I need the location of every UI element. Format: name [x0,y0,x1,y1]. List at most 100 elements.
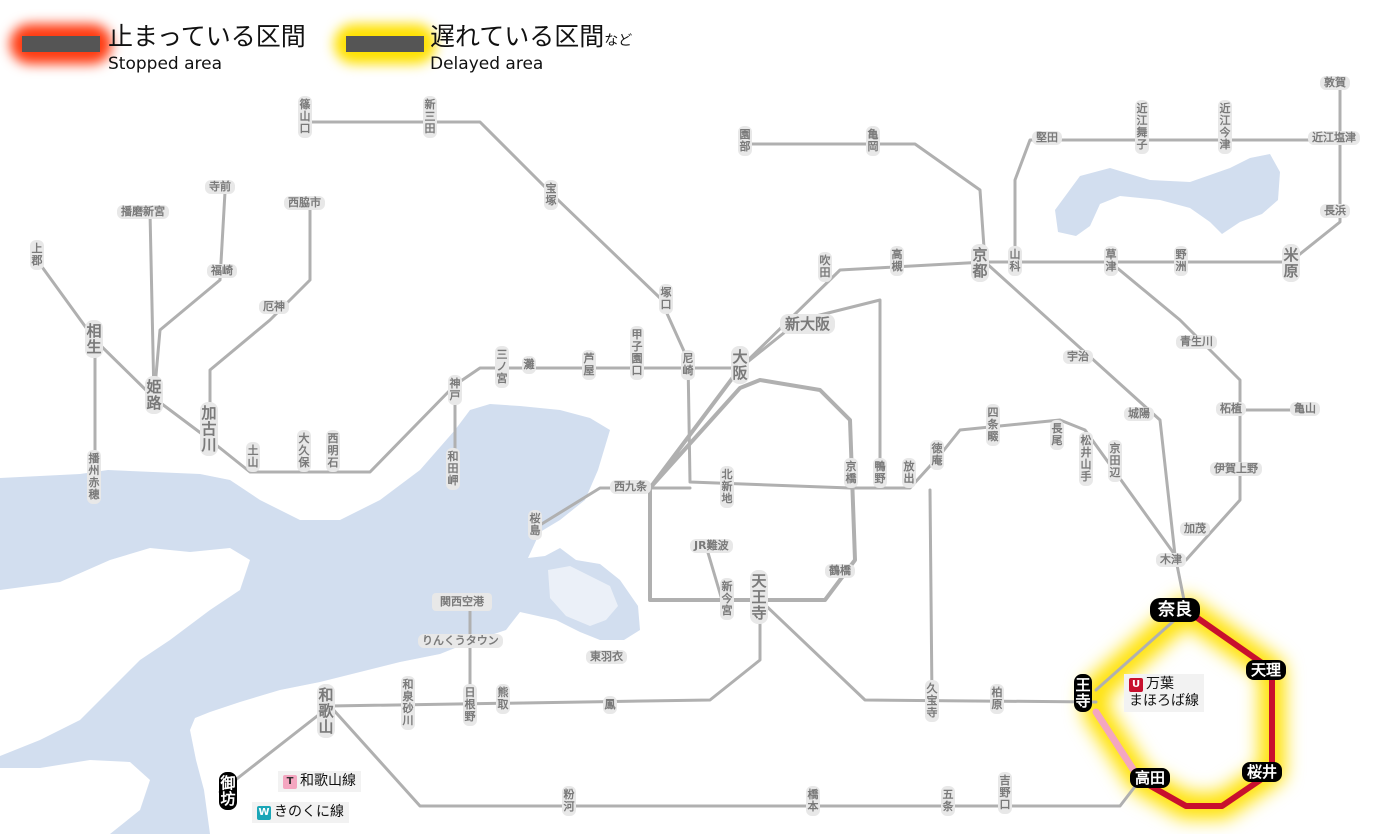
station-kakogawa[interactable]: 加古川 [200,402,218,456]
station-maibara[interactable]: 米原 [1282,244,1300,282]
station-kashiwara[interactable]: 柏原 [990,684,1004,714]
station-iga[interactable]: 伊賀上野 [1210,462,1262,476]
station-osaka[interactable]: 大阪 [731,346,749,384]
station-himeji[interactable]: 姫路 [145,376,163,414]
station-kyuhoji[interactable]: 久宝寺 [925,680,939,722]
station-izumisunagawa[interactable]: 和泉砂川 [401,676,415,730]
station-nara[interactable]: 奈良 [1150,598,1200,622]
station-kizu[interactable]: 木津 [1156,553,1186,567]
manyo-badge: U [1129,678,1143,692]
station-omimaiko[interactable]: 近江舞子 [1135,100,1149,154]
station-shinsanda[interactable]: 新三田 [423,96,437,138]
station-tokuan[interactable]: 徳庵 [930,440,944,470]
station-kamigori[interactable]: 上郡 [30,240,44,270]
manyo-line1: 万葉 [1146,676,1174,692]
station-katata[interactable]: 堅田 [1032,131,1062,145]
station-kyoto[interactable]: 京都 [971,244,989,282]
station-sasayamaguchi[interactable]: 篠山口 [298,96,312,138]
station-kobe[interactable]: 神戸 [448,375,462,405]
station-kokawa[interactable]: 粉河 [562,786,576,816]
station-sonobe[interactable]: 園部 [738,126,752,156]
station-hashimoto[interactable]: 橋本 [806,786,820,816]
station-tsuruhashi[interactable]: 鶴橋 [825,564,855,578]
station-kumatori[interactable]: 熊取 [496,684,510,714]
station-gobo[interactable]: 御坊 [219,772,237,810]
station-jrnamba[interactable]: JR難波 [690,539,733,553]
legend-stopped-title: 止まっている区間 [108,22,306,51]
station-aioi[interactable]: 相生 [85,320,103,358]
manyo-line2: まほろば線 [1129,693,1199,709]
sea [0,154,1280,834]
station-wakayama[interactable]: 和歌山 [317,684,335,738]
station-tsuruga[interactable]: 敦賀 [1320,76,1350,90]
station-gojo[interactable]: 五条 [941,786,955,816]
station-yamashina[interactable]: 山科 [1008,246,1022,276]
station-dobo[interactable]: 土山 [246,442,260,472]
station-takada[interactable]: 高田 [1130,768,1171,788]
station-omishiotsu[interactable]: 近江塩津 [1308,131,1360,145]
station-uji[interactable]: 宇治 [1063,350,1093,364]
station-jobyo[interactable]: 城陽 [1124,407,1154,421]
station-ashiya[interactable]: 芦屋 [582,350,596,380]
station-wadamisaki[interactable]: 和田岬 [446,448,460,490]
station-kitashinchi[interactable]: 北新地 [720,466,734,508]
station-kansaikuko[interactable]: 関西空港 [432,593,492,611]
kinokuni-badge: W [257,806,271,820]
station-shinimamiya[interactable]: 新今宮 [720,578,734,620]
station-tenri[interactable]: 天理 [1246,660,1287,680]
station-kamo2[interactable]: 鴨野 [873,458,887,488]
station-kyotanabe[interactable]: 京田辺 [1108,440,1122,482]
legend-delayed-title: 遅れている区間など [430,22,633,51]
station-nishiakashi[interactable]: 西明石 [326,430,340,472]
station-matsuiyamate[interactable]: 松井山手 [1079,432,1093,486]
station-kusatsu[interactable]: 草津 [1104,246,1118,276]
station-sakurai[interactable]: 桜井 [1242,762,1283,782]
station-nishiwakishi[interactable]: 西脇市 [284,196,325,210]
station-otori[interactable]: 鳳 [603,696,617,714]
station-hineno[interactable]: 日根野 [463,684,477,726]
station-nishikujo[interactable]: 西九条 [610,480,651,494]
station-omiimazu[interactable]: 近江今津 [1218,100,1232,154]
land [0,548,618,834]
station-sakurajima[interactable]: 桜島 [528,510,542,540]
delayed-swatch [334,24,436,64]
station-amagasaki[interactable]: 尼崎 [681,350,695,380]
station-kameoka[interactable]: 亀岡 [866,126,880,156]
station-higashihagoromo[interactable]: 東羽衣 [586,650,627,664]
station-yakujin[interactable]: 厄神 [259,300,289,314]
wakayama-line-name: 和歌山線 [300,773,356,789]
station-yoshinoguchi[interactable]: 吉野口 [998,772,1012,814]
station-yasu[interactable]: 野洲 [1174,246,1188,276]
wakayama-badge: T [283,775,297,789]
station-shinosaka[interactable]: 新大阪 [780,314,836,334]
station-kamo[interactable]: 加茂 [1180,522,1210,536]
station-tsuge[interactable]: 柘植 [1216,402,1246,416]
station-nagahama[interactable]: 長浜 [1320,204,1350,218]
station-sannomiya[interactable]: 三ノ宮 [495,346,509,388]
station-kameyama[interactable]: 亀山 [1290,402,1320,416]
kinokuni-line-name: きのくに線 [274,804,344,820]
station-aoyama[interactable]: 青生川 [1176,335,1217,349]
stopped-swatch [10,24,112,64]
station-koshienguchi[interactable]: 甲子園口 [630,326,644,380]
station-rinku[interactable]: りんくうタウン [418,634,503,648]
station-hanaten[interactable]: 放出 [902,458,916,488]
station-teramae[interactable]: 寺前 [205,180,235,194]
station-okubo[interactable]: 大久保 [297,430,311,472]
station-takarazuka[interactable]: 宝塚 [544,180,558,210]
station-oji[interactable]: 王寺 [1074,674,1092,712]
station-kyobashi[interactable]: 京橋 [844,458,858,488]
station-nagao[interactable]: 長尾 [1050,420,1064,450]
station-fukusaki[interactable]: 福崎 [207,264,237,278]
station-takatsuki[interactable]: 高槻 [890,246,904,276]
station-tsukaguchi[interactable]: 塚口 [659,284,673,314]
station-banshuako[interactable]: 播州赤穂 [87,450,101,504]
station-shijonawate[interactable]: 四条畷 [986,404,1000,446]
station-harimashingu[interactable]: 播磨新宮 [117,205,169,219]
station-nada[interactable]: 灘 [522,356,536,374]
station-suita[interactable]: 吹田 [818,252,832,282]
station-tennoji[interactable]: 天王寺 [750,570,768,624]
